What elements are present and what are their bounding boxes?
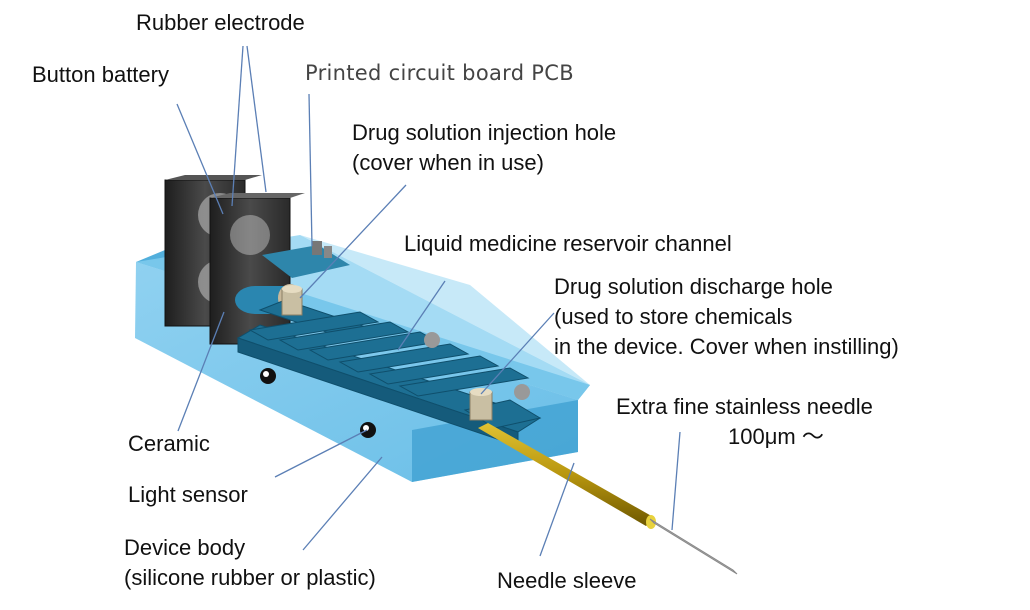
light-sensor bbox=[260, 332, 530, 438]
label-rubber-electrode: Rubber electrode bbox=[136, 10, 305, 35]
label-light-sensor: Light sensor bbox=[128, 482, 248, 507]
stainless-needle bbox=[649, 518, 738, 575]
needle-sleeve bbox=[478, 423, 656, 529]
injection-hole bbox=[281, 285, 303, 316]
label-discharge-hole-line2: (used to store chemicals bbox=[554, 304, 793, 329]
label-discharge-hole: Drug solution discharge hole (used to st… bbox=[554, 272, 899, 362]
label-pcb: Printed circuit board PCB bbox=[305, 61, 574, 85]
label-injection-hole-line1: Drug solution injection hole bbox=[352, 120, 617, 145]
reservoir-channel bbox=[236, 299, 542, 447]
label-ceramic: Ceramic bbox=[128, 431, 210, 456]
label-needle-line2: 100μm ～ bbox=[728, 424, 824, 449]
label-discharge-hole-line3: in the device. Cover when instilling) bbox=[554, 334, 899, 359]
label-device-body-line1: Device body bbox=[124, 535, 246, 560]
label-discharge-hole-line1: Drug solution discharge hole bbox=[554, 274, 833, 299]
leader-lines bbox=[176, 45, 681, 557]
label-device-body: Device body (silicone rubber or plastic) bbox=[124, 533, 376, 593]
rubber-electrode bbox=[209, 193, 305, 345]
label-device-body-line2: (silicone rubber or plastic) bbox=[124, 565, 376, 590]
label-button-battery: Button battery bbox=[32, 62, 169, 87]
label-needle-line1: Extra fine stainless needle bbox=[616, 394, 873, 419]
discharge-hole bbox=[469, 388, 493, 421]
label-injection-hole: Drug solution injection hole (cover when… bbox=[352, 118, 616, 178]
label-injection-hole-line2: (cover when in use) bbox=[352, 150, 544, 175]
pcb bbox=[262, 241, 350, 278]
label-reservoir-channel: Liquid medicine reservoir channel bbox=[404, 231, 732, 256]
label-needle-sleeve: Needle sleeve bbox=[497, 568, 637, 593]
label-needle: Extra fine stainless needle 100μm ～ bbox=[616, 392, 873, 452]
